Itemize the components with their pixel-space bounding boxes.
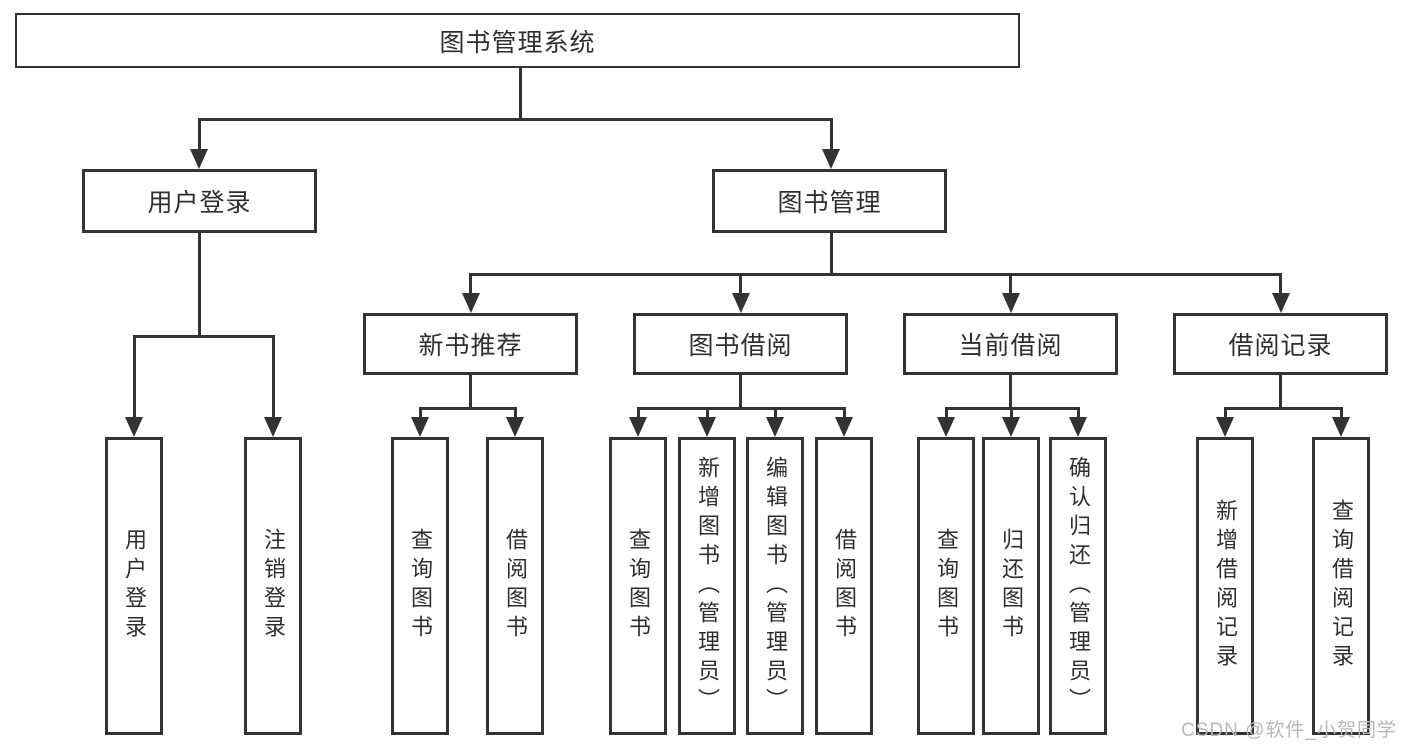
- connector-current-stub: [1009, 375, 1012, 410]
- arrow-down-icon: [835, 417, 853, 437]
- connector-login-drop-1: [132, 335, 136, 421]
- node-user-login: 用户登录: [82, 169, 317, 233]
- leaf-current-query-label: 查询图书: [934, 528, 959, 644]
- leaf-borrow-add-admin: 新增图书（管理员）: [678, 437, 736, 735]
- leaf-logout-label: 注销登录: [261, 528, 286, 644]
- node-new-book-recommend-label: 新书推荐: [418, 332, 523, 360]
- leaf-borrow-edit-admin-label: 编辑图书（管理员）: [763, 455, 788, 717]
- node-current-borrow-label: 当前借阅: [958, 332, 1063, 360]
- node-root: 图书管理系统: [15, 13, 1020, 68]
- node-book-management: 图书管理: [712, 169, 947, 233]
- leaf-borrow-query-label: 查询图书: [626, 528, 651, 644]
- arrow-down-icon: [822, 149, 840, 169]
- arrow-down-icon: [1069, 417, 1087, 437]
- connector-current-drop-2: [1009, 407, 1013, 421]
- leaf-newbook-query: 查询图书: [391, 437, 449, 735]
- arrow-down-icon: [1332, 417, 1350, 437]
- arrow-down-icon: [766, 417, 784, 437]
- arrow-down-icon: [411, 417, 429, 437]
- connector-mgmt-drop-2: [739, 273, 742, 297]
- arrow-down-icon: [461, 293, 480, 313]
- csdn-watermark: CSDN @软件_小贺同学: [1181, 720, 1397, 741]
- leaf-newbook-borrow-label: 借阅图书: [503, 528, 528, 644]
- arrow-down-icon: [629, 417, 647, 437]
- leaf-borrow-borrow: 借阅图书: [815, 437, 873, 735]
- leaf-borrow-edit-admin: 编辑图书（管理员）: [746, 437, 804, 735]
- arrow-down-icon: [731, 293, 750, 313]
- connector-root-rail: [197, 118, 833, 121]
- leaf-current-confirm-admin-label: 确认归还（管理员）: [1066, 455, 1091, 717]
- leaf-records-query-label: 查询借阅记录: [1329, 499, 1354, 673]
- leaf-user-login-label: 用户登录: [122, 528, 147, 644]
- arrow-down-icon: [506, 417, 524, 437]
- connector-borrow-rail: [636, 407, 846, 410]
- node-new-book-recommend: 新书推荐: [363, 313, 578, 375]
- connector-mgmt-stub: [829, 233, 833, 276]
- connector-root-stub: [518, 68, 522, 121]
- node-borrow-records: 借阅记录: [1173, 313, 1388, 375]
- arrow-down-icon: [264, 417, 282, 437]
- node-book-management-label: 图书管理: [777, 189, 882, 217]
- leaf-newbook-query-label: 查询图书: [408, 528, 433, 644]
- leaf-records-add-label: 新增借阅记录: [1213, 499, 1238, 673]
- connector-root-drop-mgmt: [829, 118, 833, 152]
- connector-mgmt-drop-4: [1279, 273, 1282, 297]
- connector-login-drop-2: [271, 335, 275, 421]
- leaf-records-add: 新增借阅记录: [1196, 437, 1254, 735]
- node-book-borrow: 图书借阅: [633, 313, 848, 375]
- leaf-current-query: 查询图书: [917, 437, 975, 735]
- connector-borrow-drop-1: [636, 407, 640, 421]
- connector-newbook-drop-1: [418, 407, 422, 421]
- leaf-borrow-add-admin-label: 新增图书（管理员）: [695, 455, 720, 717]
- node-root-label: 图书管理系统: [439, 28, 596, 57]
- connector-borrow-drop-2: [705, 407, 709, 421]
- connector-root-drop-login: [197, 118, 201, 152]
- connector-login-rail: [132, 335, 275, 338]
- arrow-down-icon: [125, 417, 143, 437]
- arrow-down-icon: [698, 417, 716, 437]
- connector-current-drop-1: [944, 407, 948, 421]
- arrow-down-icon: [1216, 417, 1234, 437]
- connector-borrow-drop-4: [842, 407, 846, 421]
- arrow-down-icon: [190, 149, 208, 169]
- connector-records-drop-1: [1223, 407, 1227, 421]
- connector-mgmt-drop-1: [469, 273, 472, 297]
- node-borrow-records-label: 借阅记录: [1228, 332, 1333, 360]
- leaf-borrow-borrow-label: 借阅图书: [832, 528, 857, 644]
- connector-records-drop-2: [1339, 407, 1343, 421]
- connector-newbook-drop-2: [513, 407, 517, 421]
- connector-borrow-stub: [739, 375, 742, 410]
- connector-newbook-rail: [418, 407, 517, 410]
- leaf-current-return: 归还图书: [982, 437, 1040, 735]
- connector-records-stub: [1279, 375, 1282, 410]
- connector-login-stub: [197, 233, 201, 338]
- connector-records-rail: [1223, 407, 1343, 410]
- arrow-down-icon: [1002, 417, 1020, 437]
- arrow-down-icon: [937, 417, 955, 437]
- leaf-current-return-label: 归还图书: [999, 528, 1024, 644]
- leaf-records-query: 查询借阅记录: [1312, 437, 1370, 735]
- leaf-logout: 注销登录: [244, 437, 302, 735]
- arrow-down-icon: [1271, 293, 1290, 313]
- connector-mgmt-drop-3: [1009, 273, 1012, 297]
- leaf-current-confirm-admin: 确认归还（管理员）: [1049, 437, 1107, 735]
- connector-mgmt-rail: [469, 273, 1282, 276]
- node-book-borrow-label: 图书借阅: [688, 332, 793, 360]
- leaf-user-login: 用户登录: [105, 437, 163, 735]
- leaf-borrow-query: 查询图书: [609, 437, 667, 735]
- node-current-borrow: 当前借阅: [903, 313, 1118, 375]
- connector-newbook-stub: [469, 375, 472, 410]
- arrow-down-icon: [1001, 293, 1020, 313]
- connector-current-drop-3: [1076, 407, 1080, 421]
- connector-borrow-drop-3: [773, 407, 777, 421]
- node-user-login-label: 用户登录: [147, 189, 252, 217]
- leaf-newbook-borrow: 借阅图书: [486, 437, 544, 735]
